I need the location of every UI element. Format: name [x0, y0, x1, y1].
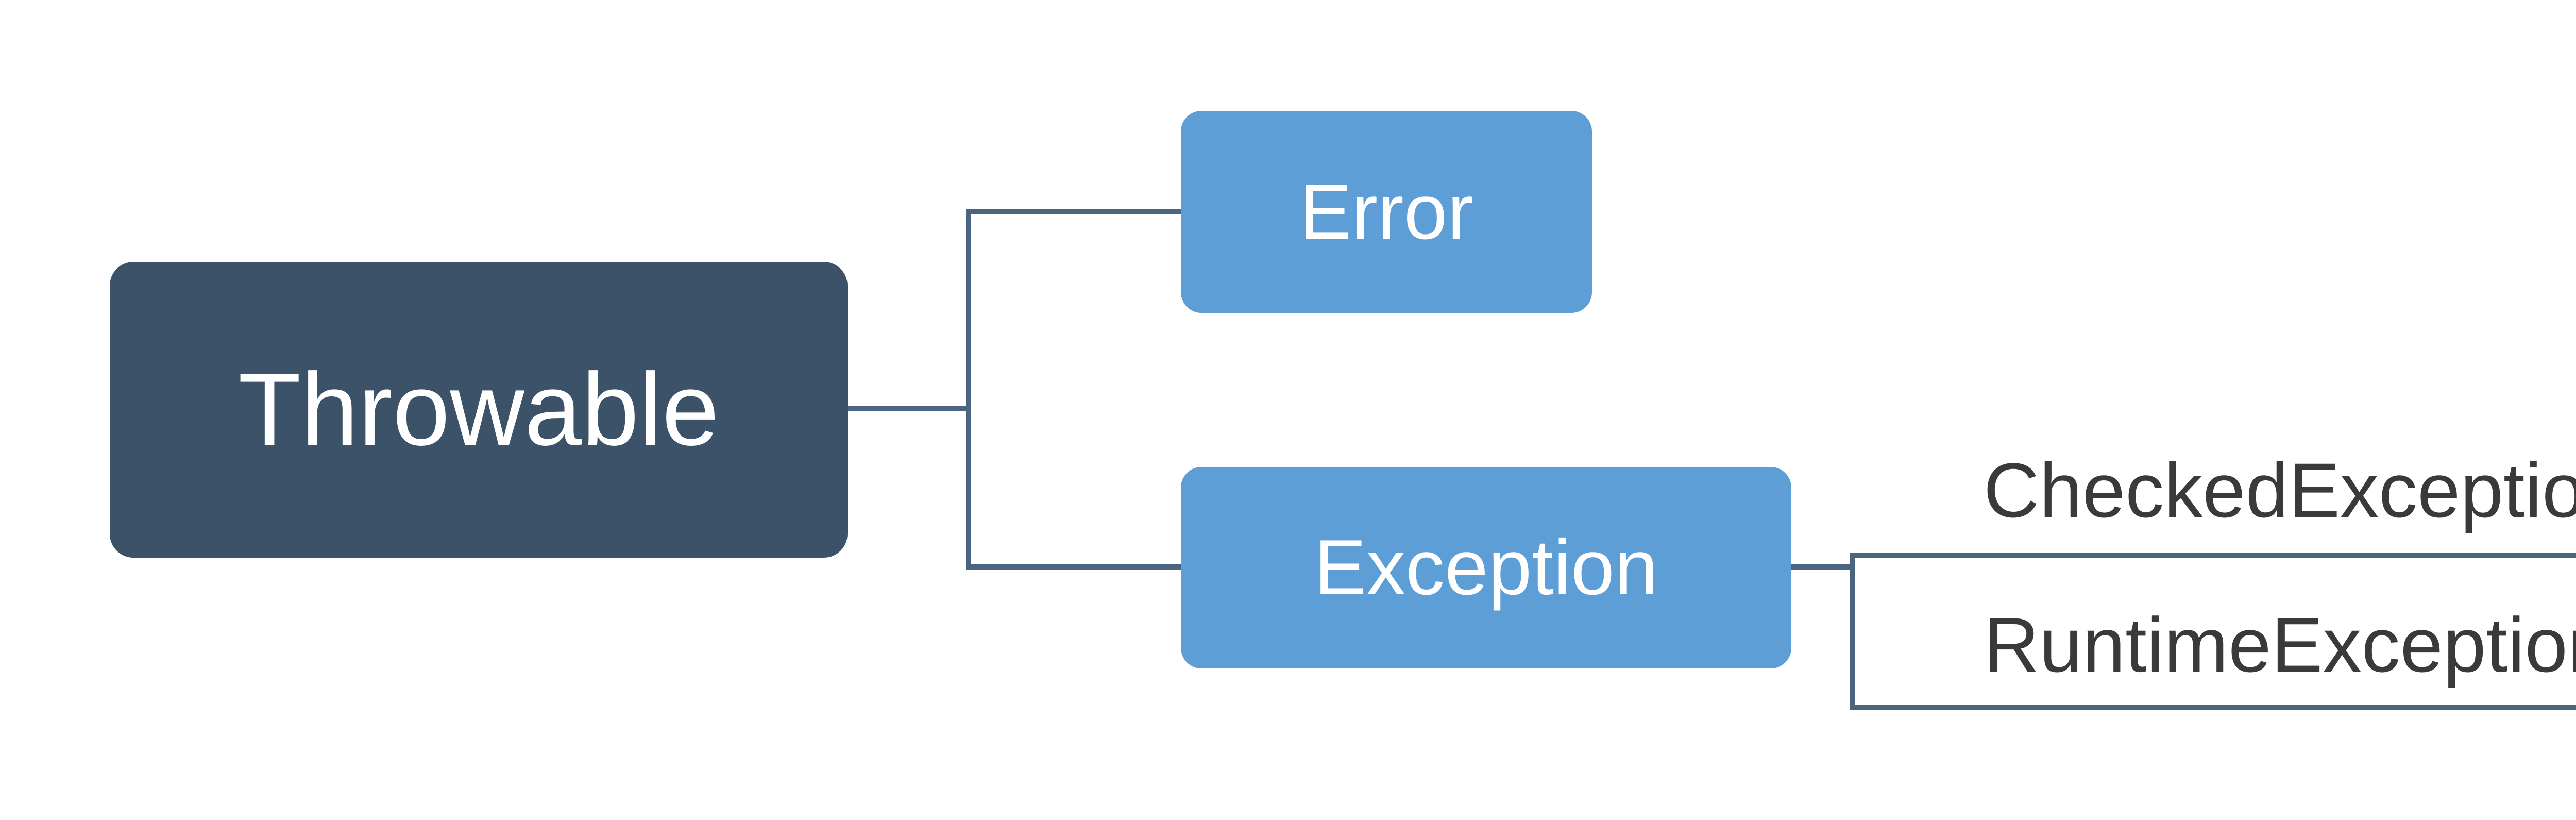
connector-right-bracket-vertical [1850, 553, 1855, 710]
node-exception-label: Exception [1314, 524, 1658, 611]
label-runtime-exception: RuntimeException [1984, 601, 2576, 688]
connector-left-bracket-vertical [966, 209, 971, 570]
connector-bracket-to-exception [971, 564, 1181, 570]
connector-bracket-to-error [971, 209, 1181, 214]
connector-checked-exception-underline [1850, 553, 2576, 558]
node-throwable-label: Throwable [238, 352, 719, 467]
connector-runtime-exception-underline [1850, 705, 2576, 710]
node-error: Error [1181, 111, 1592, 313]
connector-throwable-to-bracket [848, 406, 971, 411]
node-throwable: Throwable [110, 262, 848, 558]
label-checked-exception: CheckedException [1984, 447, 2576, 533]
node-exception: Exception [1181, 467, 1791, 668]
connector-exception-to-right-bracket [1791, 564, 1855, 570]
node-error-label: Error [1299, 168, 1473, 256]
